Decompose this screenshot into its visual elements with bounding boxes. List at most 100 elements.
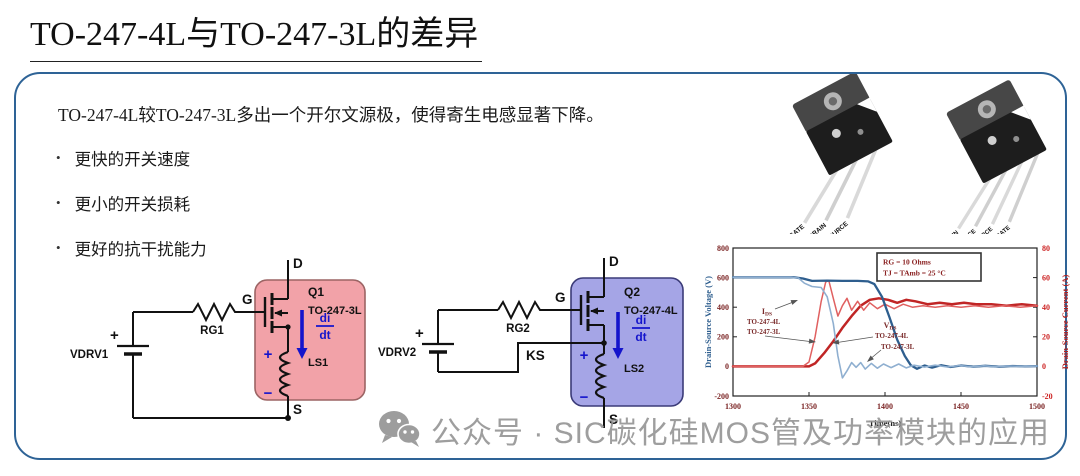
label-battery-plus: +	[415, 325, 424, 342]
intro-text: TO-247-4L较TO-247-3L多出一个开尔文源极，使得寄生电感显著下降。	[58, 105, 604, 125]
curve-label-vds: VDS TO-247-4L TO-247-3L	[832, 321, 915, 362]
label-supply: VDRV1	[70, 349, 109, 361]
didt-arrow-icon	[612, 312, 650, 359]
label-gate: G	[242, 292, 253, 307]
bullet-item: • 更好的抗干扰能力	[56, 236, 207, 260]
series-vds-to-247-4l	[732, 276, 1038, 379]
label-package-name: TO-247-4L	[624, 305, 678, 317]
series-ids-to-247-3l	[731, 297, 1039, 368]
package-photos: GATE DRAIN SOURCE DRAIN POWER SOURCE DRI…	[788, 74, 1047, 234]
mosfet-symbol	[579, 291, 607, 354]
circuit-wires	[132, 260, 289, 419]
bullet-item: • 更小的开关损耗	[56, 191, 207, 215]
curve-label-ids-4l: TO-247-4L	[747, 318, 781, 326]
label-supply: VDRV2	[378, 347, 416, 359]
y-tick-label-right: 0	[1042, 362, 1046, 371]
label-voltage-minus: −	[264, 385, 273, 402]
chart-annotation-box: RG = 10 Ohms TJ = TAmb = 25 °C	[876, 252, 982, 282]
y-tick-label-right: 80	[1042, 244, 1050, 253]
label-source: S	[293, 402, 302, 417]
label-drain: D	[609, 254, 619, 269]
label-mosfet-ref: Q2	[624, 285, 640, 299]
pin-label-gate: GATE	[995, 225, 1011, 234]
y-tick-label-left: 400	[717, 303, 729, 312]
watermark: 公众号 · SIC碳化硅MOS管及功率模块的应用	[378, 408, 1050, 452]
x-tick-label: 1350	[801, 402, 817, 411]
bullet-icon: •	[56, 195, 61, 210]
bullet-item: • 更快的开关速度	[56, 146, 207, 170]
label-inductor: LS1	[308, 357, 328, 369]
content-frame-border	[14, 72, 1067, 460]
label-package-name: TO-247-3L	[308, 305, 362, 317]
wechat-icon	[379, 411, 421, 447]
bullet-text: 更小的开关损耗	[74, 195, 191, 214]
svg-text:IDS: IDS	[762, 307, 772, 318]
label-mosfet-ref: Q1	[308, 285, 324, 299]
didt-arrow-icon	[296, 310, 334, 359]
curve-label-vds-sub: DS	[889, 326, 896, 332]
bullet-text: 更快的开关速度	[74, 150, 191, 169]
series-ids-to-247-4l	[732, 279, 1038, 368]
bullet-icon: •	[56, 240, 61, 255]
y-tick-label-left: 0	[725, 362, 729, 371]
bullet-text: 更好的抗干扰能力	[74, 240, 207, 259]
label-drain: D	[293, 256, 303, 271]
pin-label-gate: GATE	[788, 223, 806, 234]
package-photo-4l: DRAIN POWER SOURCE DRIVER SOURCE GATE	[935, 80, 1047, 234]
curve-label-ids-sub: DS	[765, 312, 772, 318]
page-title: TO-247-4L与TO-247-3L的差异	[30, 6, 483, 62]
label-dt: dt	[635, 330, 646, 344]
curve-label-ids: IDS TO-247-4L TO-247-3L	[747, 300, 816, 344]
x-tick-label: 1400	[877, 402, 893, 411]
package-highlight-box-3l	[254, 279, 366, 401]
y-tick-label-right: -20	[1042, 392, 1053, 401]
annotation-line-2: TJ = TAmb = 25 °C	[883, 269, 946, 278]
label-voltage-plus: +	[264, 346, 273, 363]
label-gate: G	[555, 290, 566, 305]
circuit-wires	[437, 258, 605, 428]
x-tick-label: 1300	[725, 402, 741, 411]
y-tick-label-left: -200	[714, 392, 729, 401]
label-dt: dt	[319, 328, 330, 342]
inductor-symbol	[278, 350, 292, 398]
circuit-diagram-to247-3l: D G S RG1 + VDRV1 Q1 TO-247-3L di dt + −…	[70, 256, 366, 421]
y-tick-label-left: 800	[717, 244, 729, 253]
label-inductor: LS2	[624, 363, 644, 375]
label-voltage-plus: +	[580, 347, 589, 364]
x-tick-label: 1450	[953, 402, 969, 411]
pin-label-drain: DRAIN	[808, 222, 829, 234]
inductor-symbol	[594, 352, 608, 400]
curve-label-ids-3l: TO-247-3L	[747, 328, 781, 336]
label-di: di	[636, 313, 647, 327]
y-tick-label-left: 200	[717, 333, 729, 342]
bullet-icon: •	[56, 150, 61, 165]
label-voltage-minus: −	[580, 389, 589, 406]
x-tick-label: 1500	[1029, 402, 1045, 411]
curve-label-vds-main: V	[884, 321, 890, 330]
pin-label-source: SOURCE	[824, 220, 850, 234]
svg-text:VDS: VDS	[884, 321, 897, 332]
y-tick-label-right: 60	[1042, 273, 1050, 282]
label-gate-resistor: RG1	[200, 325, 224, 337]
label-source: S	[609, 412, 618, 427]
label-kelvin-source: KS	[526, 348, 545, 363]
y-axis-label-right: Drain-Source Current (A)	[1060, 275, 1070, 370]
y-tick-label-right: 40	[1042, 303, 1050, 312]
bullet-list: • 更快的开关速度 • 更小的开关损耗 • 更好的抗干扰能力	[56, 146, 207, 281]
curve-label-vds-4l: TO-247-4L	[875, 332, 909, 340]
battery-symbol	[117, 344, 149, 356]
watermark-text: 公众号 · SIC碳化硅MOS管及功率模块的应用	[431, 417, 1051, 450]
label-gate-resistor: RG2	[506, 323, 530, 335]
curve-label-vds-3l: TO-247-3L	[881, 343, 915, 351]
circuit-diagram-to247-4l: D G S KS RG2 + VDRV2 Q2 TO-247-4L di dt …	[378, 254, 684, 428]
pin-label-drain: DRAIN	[942, 230, 960, 234]
y-tick-label-left: 600	[717, 273, 729, 282]
y-tick-label-right: 20	[1042, 333, 1050, 342]
annotation-line-1: RG = 10 Ohms	[883, 258, 931, 267]
label-battery-plus: +	[110, 327, 119, 344]
battery-symbol	[422, 342, 454, 354]
curve-label-ids-main: I	[762, 307, 765, 316]
package-photo-3l: GATE DRAIN SOURCE	[788, 74, 893, 234]
